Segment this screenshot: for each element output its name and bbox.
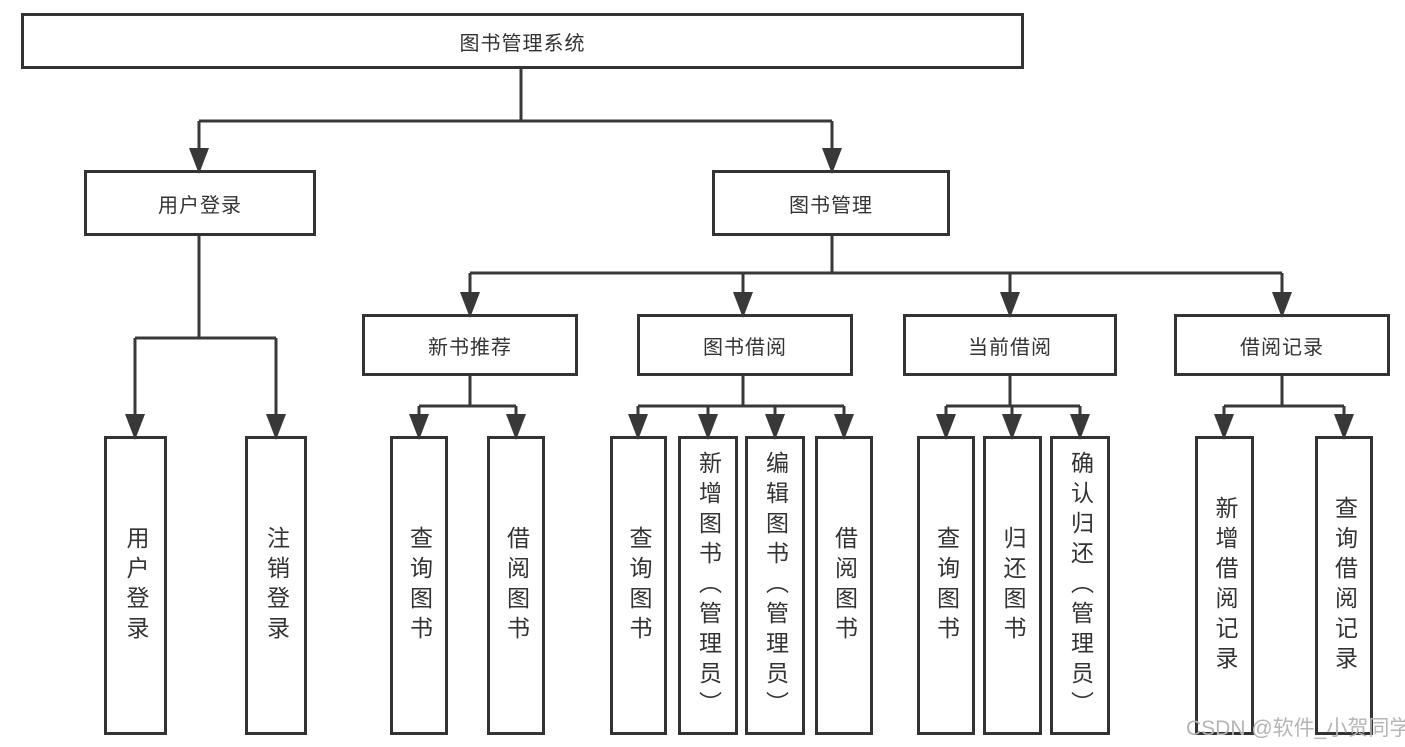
- node-label: 新增借阅记录: [1212, 495, 1238, 676]
- connector-current-group: [936, 376, 1090, 440]
- node-book-management: 图书管理: [712, 170, 950, 236]
- node-book-borrowing: 图书借阅: [637, 314, 853, 376]
- node-label: 归还图书: [1000, 525, 1026, 646]
- node-current-return-books: 归还图书: [983, 436, 1042, 735]
- node-label: 查询图书: [626, 525, 652, 646]
- node-label: 图书管理: [789, 194, 873, 217]
- node-rec-borrow-books: 借阅图书: [487, 436, 545, 735]
- connector-root-to-level2: [189, 69, 842, 174]
- node-user-login: 用户登录: [84, 170, 316, 236]
- node-label: 确认归还（管理员）: [1067, 450, 1094, 721]
- node-label: 编辑图书（管理员）: [762, 450, 789, 721]
- node-library-management-system: 图书管理系统: [21, 13, 1024, 69]
- node-label: 借阅图书: [831, 525, 858, 646]
- node-borrow-add-books-admin: 新增图书（管理员）: [678, 436, 738, 735]
- node-borrowing-records: 借阅记录: [1174, 314, 1390, 376]
- node-borrow-borrow-books: 借阅图书: [815, 436, 873, 735]
- node-label: 注销登录: [263, 525, 290, 646]
- node-label: 当前借阅: [968, 336, 1052, 359]
- node-borrow-query-books: 查询图书: [610, 436, 667, 735]
- connector-user-login-group: [125, 236, 286, 440]
- node-label: 查询图书: [933, 525, 960, 646]
- node-logout: 注销登录: [245, 436, 307, 735]
- node-label: 用户登录: [123, 525, 149, 646]
- node-current-confirm-return-admin: 确认归还（管理员）: [1050, 436, 1110, 735]
- node-label: 新书推荐: [428, 336, 512, 359]
- node-label: 图书借阅: [703, 336, 787, 359]
- node-records-add-record: 新增借阅记录: [1195, 436, 1254, 735]
- node-rec-query-books: 查询图书: [390, 436, 448, 735]
- node-label: 新增图书（管理员）: [695, 450, 722, 721]
- connector-borrowing-group: [628, 376, 854, 440]
- node-borrow-edit-books-admin: 编辑图书（管理员）: [745, 436, 805, 735]
- connector-recommendation-group: [409, 376, 526, 440]
- csdn-watermark: CSDN @软件_小贺同学: [1186, 717, 1405, 740]
- node-label: 用户登录: [158, 194, 242, 217]
- node-label: 借阅图书: [503, 525, 530, 646]
- node-label: 图书管理系统: [459, 32, 586, 55]
- node-label: 查询借阅记录: [1331, 495, 1358, 676]
- node-current-query-books: 查询图书: [917, 436, 975, 735]
- node-new-book-recommendation: 新书推荐: [362, 314, 578, 376]
- node-label: 查询图书: [406, 525, 433, 646]
- node-records-query-record: 查询借阅记录: [1315, 436, 1373, 735]
- node-label: 借阅记录: [1240, 336, 1324, 359]
- connector-book-management-group: [460, 236, 1292, 318]
- node-current-borrowing: 当前借阅: [903, 314, 1117, 376]
- connector-records-group: [1214, 376, 1354, 440]
- node-user-login-leaf: 用户登录: [104, 436, 167, 735]
